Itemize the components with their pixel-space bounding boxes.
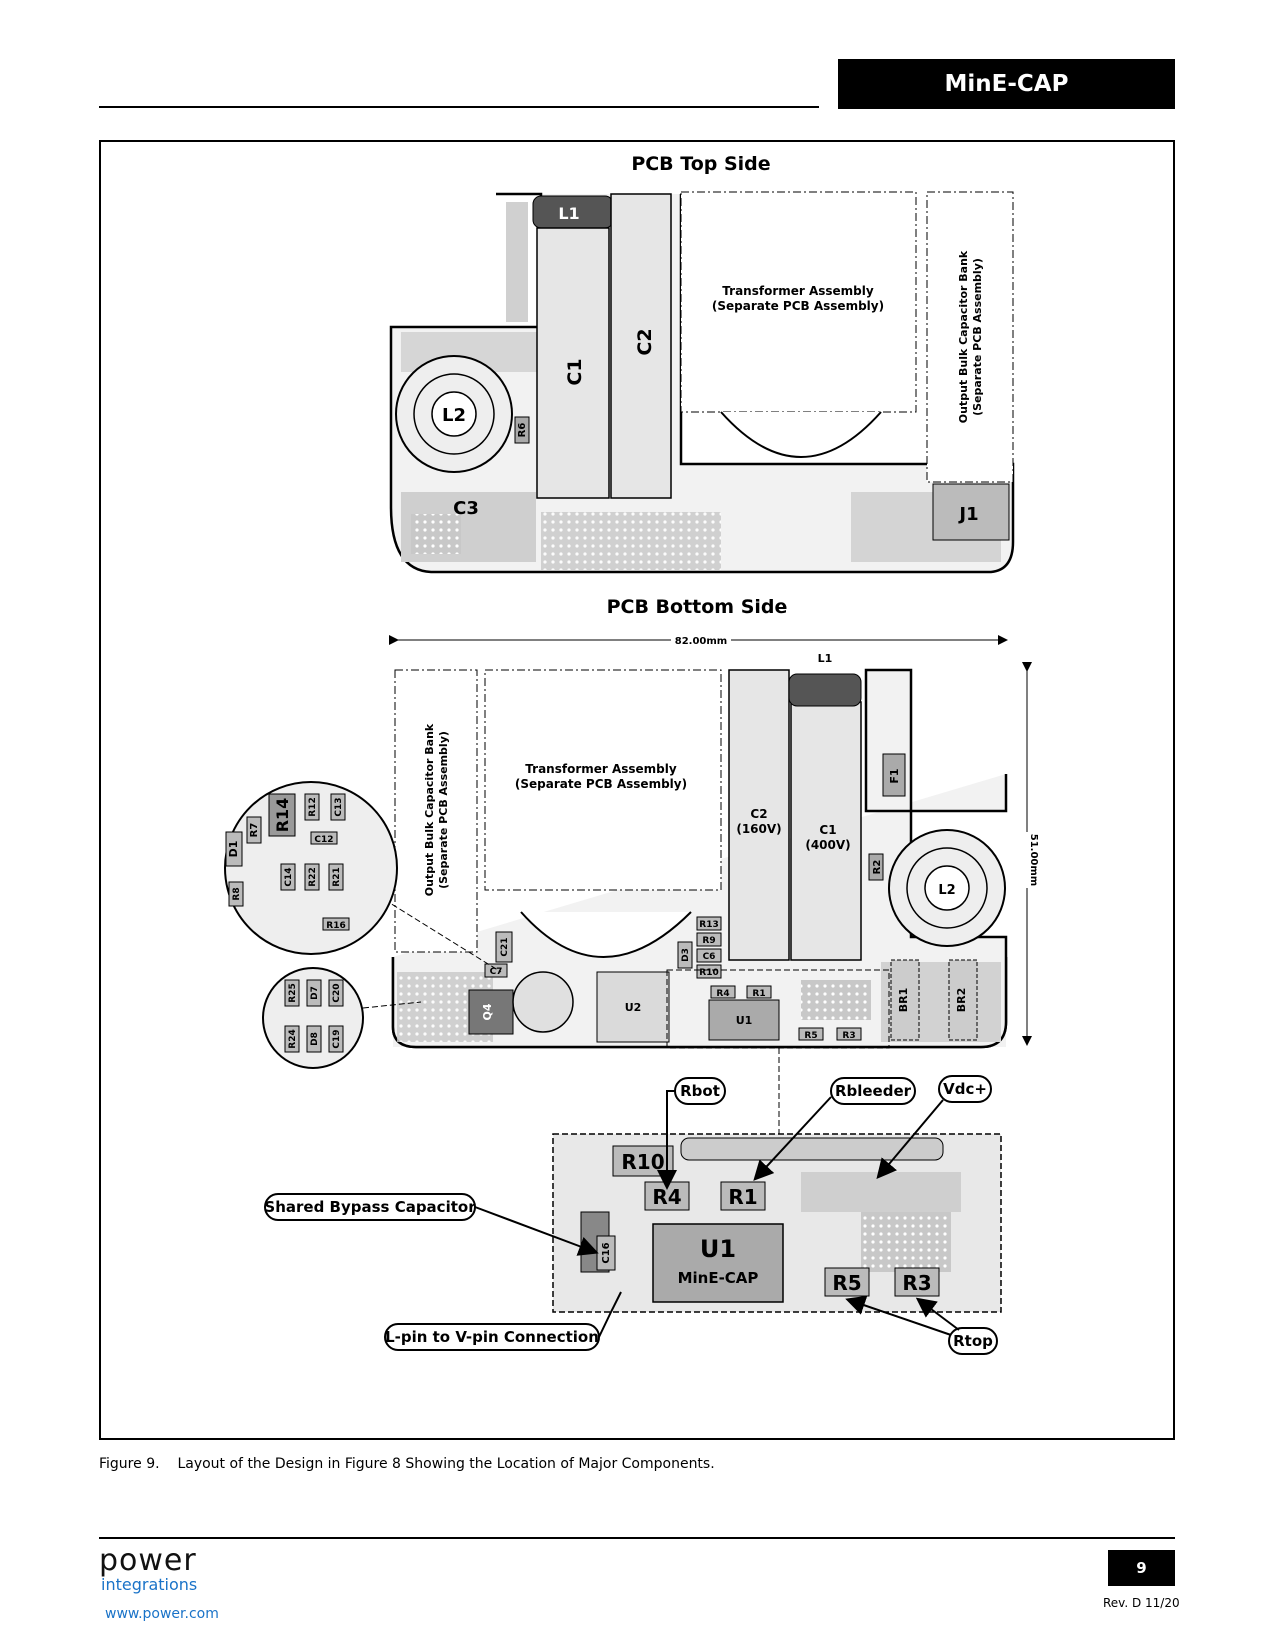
zoom-b-r25-label: R25 [288,983,298,1002]
detail-c16-label: C16 [601,1242,612,1263]
bottom-u1-label: U1 [736,1014,753,1027]
bottom-r13-label: R13 [699,920,718,930]
top-r6-label: R6 [517,423,528,438]
detail-r3-label: R3 [902,1271,931,1295]
zoom-b-r24-label: R24 [288,1029,298,1048]
zoom-b-c20-label: C20 [332,983,342,1002]
callout-rbot: Rbot [680,1082,720,1100]
bottom-bank-line2: (Separate PCB Assembly) [437,731,450,889]
bottom-l1-label: L1 [818,652,833,665]
bottom-transformer-line2: (Separate PCB Assembly) [515,777,687,791]
top-bank-line1: Output Bulk Capacitor Bank [957,250,970,423]
bottom-r10-label: R10 [699,968,718,978]
bottom-bank-line1: Output Bulk Capacitor Bank [423,723,436,896]
zoom-a-c12-label: C12 [314,835,333,845]
zoom-a-r22-label: R22 [308,867,318,886]
bottom-r9-label: R9 [702,936,715,946]
top-transformer-line1: Transformer Assembly [722,284,874,298]
callout-bypass: Shared Bypass Capacitor [264,1198,476,1216]
top-c1-label: C1 [564,358,586,385]
caption-number: Figure 9. [99,1456,160,1472]
zoom-a-c14-label: C14 [284,867,294,886]
zoom-a-r7-label: R7 [249,823,260,838]
detail-u1-label: U1 [700,1235,736,1263]
bottom-l2-label: L2 [938,883,955,898]
header-title: MinE-CAP [838,59,1175,109]
bottom-c7-label: C7 [490,967,503,977]
bottom-r4-label: R4 [716,989,729,999]
top-j1-label: J1 [957,504,978,525]
bottom-side-title: PCB Bottom Side [607,596,788,618]
detail-u1-part: MinE-CAP [678,1269,759,1287]
zoom-b-d7-label: D7 [310,986,320,1000]
callout-rtop: Rtop [953,1332,993,1350]
zoom-a-r8-label: R8 [232,887,242,900]
zoom-b-d8-label: D8 [310,1032,320,1046]
bottom-c21-label: C21 [500,937,510,956]
top-c2-label: C2 [634,328,656,355]
detail-r10-label: R10 [621,1150,664,1174]
logo-word-power: power [99,1543,197,1578]
callout-lpin: L-pin to V-pin Connection [385,1328,599,1346]
bottom-c1-rating: (400V) [805,838,850,852]
zoom-a-r12-label: R12 [308,797,318,816]
figure-caption: Figure 9. Layout of the Design in Figure… [99,1456,715,1472]
top-c3-label: C3 [453,498,479,519]
dim-width-label: 82.00mm [675,636,727,647]
footer-url[interactable]: www.power.com [105,1606,219,1622]
figure-frame: PCB Top Side L1 C1 C2 Transformer Assemb… [99,140,1175,1440]
bottom-br1-label: BR1 [897,988,910,1013]
company-logo: power integrations www.power.com [99,1543,219,1623]
bottom-c1-label: C1 [819,823,836,837]
bottom-transformer-line1: Transformer Assembly [525,762,677,776]
bottom-c6-label: C6 [703,952,716,962]
zoom-a-c13-label: C13 [334,797,344,816]
detail-r4-label: R4 [652,1185,681,1209]
pcb-layout-drawing: PCB Top Side L1 C1 C2 Transformer Assemb… [224,153,1039,1355]
header-rule [99,106,819,108]
page-number: 9 [1108,1550,1175,1586]
callout-rbleeder: Rbleeder [835,1082,912,1100]
top-transformer-line2: (Separate PCB Assembly) [712,299,884,313]
bottom-br2-label: BR2 [955,988,968,1013]
top-side-title: PCB Top Side [631,153,770,175]
top-l1-label: L1 [558,204,579,223]
bottom-r1-label: R1 [752,989,765,999]
bottom-c2-label: C2 [750,807,767,821]
bottom-q4-label: Q4 [481,1003,494,1020]
zoom-a-r14-label: R14 [273,798,292,833]
logo-word-integrations: integrations [101,1575,198,1594]
bottom-c2-rating: (160V) [736,822,781,836]
bottom-f1-label: F1 [888,768,901,783]
revision-label: Rev. D 11/20 [1103,1596,1180,1610]
caption-text: Layout of the Design in Figure 8 Showing… [177,1456,715,1472]
footer-rule [99,1537,1175,1539]
bottom-r2-label: R2 [872,860,883,875]
zoom-a-r21-label: R21 [332,867,342,886]
bottom-u2-label: U2 [625,1001,642,1014]
zoom-b-c19-label: C19 [332,1029,342,1048]
dim-height-label: 51.00mm [1028,834,1039,886]
zoom-a-d1-label: D1 [227,841,240,858]
bottom-r3-label: R3 [842,1031,855,1041]
top-bank-line2: (Separate PCB Assembly) [971,258,984,416]
callout-vdc: Vdc+ [943,1080,987,1098]
top-l2-label: L2 [442,405,466,426]
bottom-r5-label: R5 [804,1031,817,1041]
zoom-a-r16-label: R16 [326,921,345,931]
detail-r1-label: R1 [728,1185,757,1209]
detail-r5-label: R5 [832,1271,861,1295]
bottom-d3-label: D3 [681,948,691,962]
